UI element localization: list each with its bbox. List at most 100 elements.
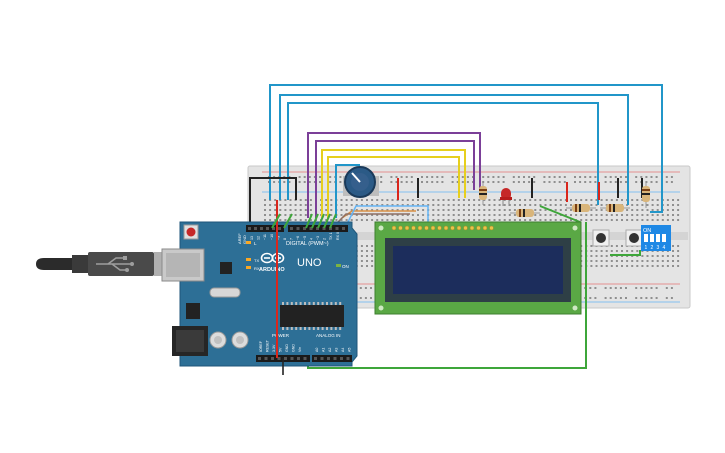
breadboard-hole <box>400 181 403 183</box>
breadboard-hole <box>366 265 368 267</box>
breadboard-hole <box>401 219 404 221</box>
breadboard-hole <box>345 199 348 201</box>
breadboard-hole <box>646 265 649 267</box>
breadboard-hole <box>390 181 393 183</box>
breadboard-hole <box>650 297 653 299</box>
header-hole <box>320 357 324 360</box>
breadboard-hole <box>360 265 363 267</box>
breadboard-hole <box>625 297 627 299</box>
breadboard-hole <box>482 176 485 178</box>
breadboard-hole <box>355 199 358 201</box>
breadboard-hole <box>641 209 644 211</box>
breadboard-hole <box>513 219 516 221</box>
breadboard-hole <box>534 209 537 211</box>
breadboard-hole <box>299 204 302 206</box>
breadboard-hole <box>670 181 673 183</box>
breadboard-hole <box>284 209 287 211</box>
breadboard-hole <box>579 181 582 183</box>
breadboard-hole <box>570 214 572 216</box>
breadboard-hole <box>371 214 374 216</box>
breadboard-hole <box>468 209 470 211</box>
push-button-1[interactable] <box>592 229 610 247</box>
arduino-board <box>179 221 358 367</box>
breadboard-hole <box>655 287 658 289</box>
breadboard-hole <box>288 181 291 183</box>
dip-toggle-1[interactable] <box>644 234 648 242</box>
breadboard-hole <box>355 219 358 221</box>
breadboard-hole <box>672 245 674 247</box>
on-led <box>336 264 341 267</box>
breadboard-hole <box>283 181 286 183</box>
breadboard-hole <box>325 199 328 201</box>
breadboard-hole <box>502 176 505 178</box>
breadboard-hole <box>656 255 659 257</box>
tx-label: TX <box>254 258 259 263</box>
breadboard-hole <box>650 176 653 178</box>
crystal <box>209 287 241 298</box>
breadboard-hole <box>636 214 639 216</box>
breadboard-hole <box>304 209 307 211</box>
breadboard-hole <box>584 176 587 178</box>
breadboard-hole <box>508 204 511 206</box>
led[interactable] <box>500 188 512 206</box>
breadboard-hole <box>600 265 603 267</box>
chip-leg <box>308 327 311 330</box>
breadboard-hole <box>615 250 618 252</box>
breadboard-hole <box>376 199 379 201</box>
breadboard-hole <box>594 287 597 289</box>
breadboard-hole <box>279 209 282 211</box>
breadboard-hole <box>646 255 649 257</box>
breadboard-hole <box>614 287 617 289</box>
dip-number-2: 2 <box>651 245 654 251</box>
breadboard-hole <box>330 204 333 206</box>
chip-leg <box>286 327 289 330</box>
breadboard-hole <box>406 199 409 201</box>
breadboard-hole <box>529 219 532 221</box>
breadboard-hole <box>451 181 454 183</box>
breadboard-hole <box>370 297 372 299</box>
breadboard-hole <box>370 287 372 289</box>
breadboard-hole <box>619 181 622 183</box>
chip-leg <box>308 302 311 305</box>
potentiometer[interactable] <box>343 166 379 198</box>
wire-purple-2 <box>315 140 475 218</box>
dip-toggle-4[interactable] <box>662 234 666 242</box>
breadboard-hole <box>364 287 367 289</box>
chip-leg <box>312 302 315 305</box>
breadboard-hole <box>544 209 547 211</box>
breadboard-hole <box>325 219 328 221</box>
breadboard-hole <box>640 287 643 289</box>
breadboard-hole <box>517 181 520 183</box>
push-button-2[interactable] <box>625 229 643 247</box>
breadboard-hole <box>549 219 552 221</box>
breadboard-hole <box>304 219 307 221</box>
breadboard-hole <box>410 181 413 183</box>
breadboard-hole <box>523 176 525 178</box>
dip-toggle-3[interactable] <box>656 234 660 242</box>
breadboard-hole <box>665 181 668 183</box>
dip-toggle-2[interactable] <box>650 234 654 242</box>
header-hole <box>271 357 274 360</box>
on-label: ON <box>342 264 349 269</box>
aref-label: AREF <box>237 233 242 244</box>
breadboard-hole <box>595 265 598 267</box>
breadboard-hole <box>269 209 272 211</box>
breadboard-hole <box>498 199 501 201</box>
pin-label: 3.3V <box>272 344 276 352</box>
breadboard-hole <box>325 214 328 216</box>
chip-leg <box>339 302 342 305</box>
breadboard-hole <box>457 204 460 206</box>
breadboard-hole <box>672 255 674 257</box>
breadboard-hole <box>308 176 311 178</box>
breadboard-hole <box>366 255 368 257</box>
breadboard-hole <box>417 219 419 221</box>
breadboard-hole <box>619 287 622 289</box>
breadboard-hole <box>564 204 567 206</box>
breadboard-hole <box>447 209 450 211</box>
breadboard-hole <box>651 255 654 257</box>
dip-switch[interactable]: ON 1 2 3 4 <box>641 225 671 251</box>
breadboard-hole <box>488 204 491 206</box>
breadboard-hole <box>437 214 440 216</box>
breadboard-hole <box>319 181 321 183</box>
breadboard-hole <box>508 219 511 221</box>
